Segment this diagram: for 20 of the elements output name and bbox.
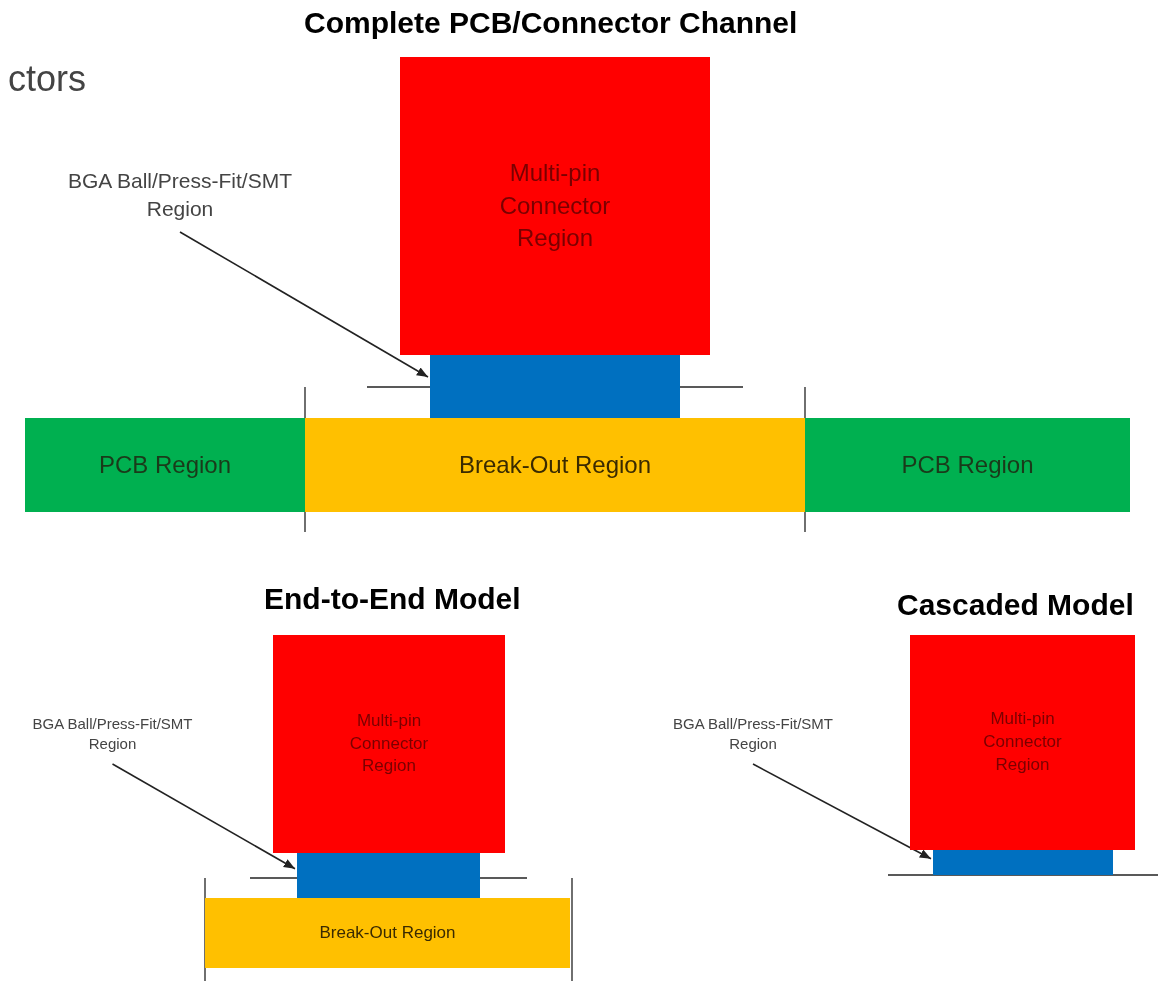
diagram-heading: Complete PCB/Connector Channel xyxy=(304,6,798,40)
connector-region-box: Multi-pin Connector Region xyxy=(273,635,505,853)
callout-text: BGA Ball/Press-Fit/SMT Region xyxy=(622,706,884,762)
leader-line xyxy=(752,763,932,860)
leader-line xyxy=(179,231,429,378)
connector-region-box: Multi-pin Connector Region xyxy=(400,57,710,355)
pcb-region-bar: PCB Region xyxy=(25,418,305,512)
ball-region-box xyxy=(430,355,680,418)
panel-heading: Cascaded Model xyxy=(897,588,1134,622)
ball-region-box xyxy=(297,853,480,898)
leader-line xyxy=(111,763,296,870)
callout-text: BGA Ball/Press-Fit/SMT Region xyxy=(0,706,245,762)
ball-region-box xyxy=(933,850,1113,875)
connector-region-box: Multi-pin Connector Region xyxy=(910,635,1135,850)
break-out-region-bar: Break-Out Region xyxy=(305,418,805,512)
break-out-region-bar: Break-Out Region xyxy=(205,898,570,968)
slide-title-fragment: ctors xyxy=(8,58,86,100)
pcb-region-bar: PCB Region xyxy=(805,418,1130,512)
callout-text: BGA Ball/Press-Fit/SMT Region xyxy=(20,160,340,230)
panel-heading: End-to-End Model xyxy=(264,582,521,616)
